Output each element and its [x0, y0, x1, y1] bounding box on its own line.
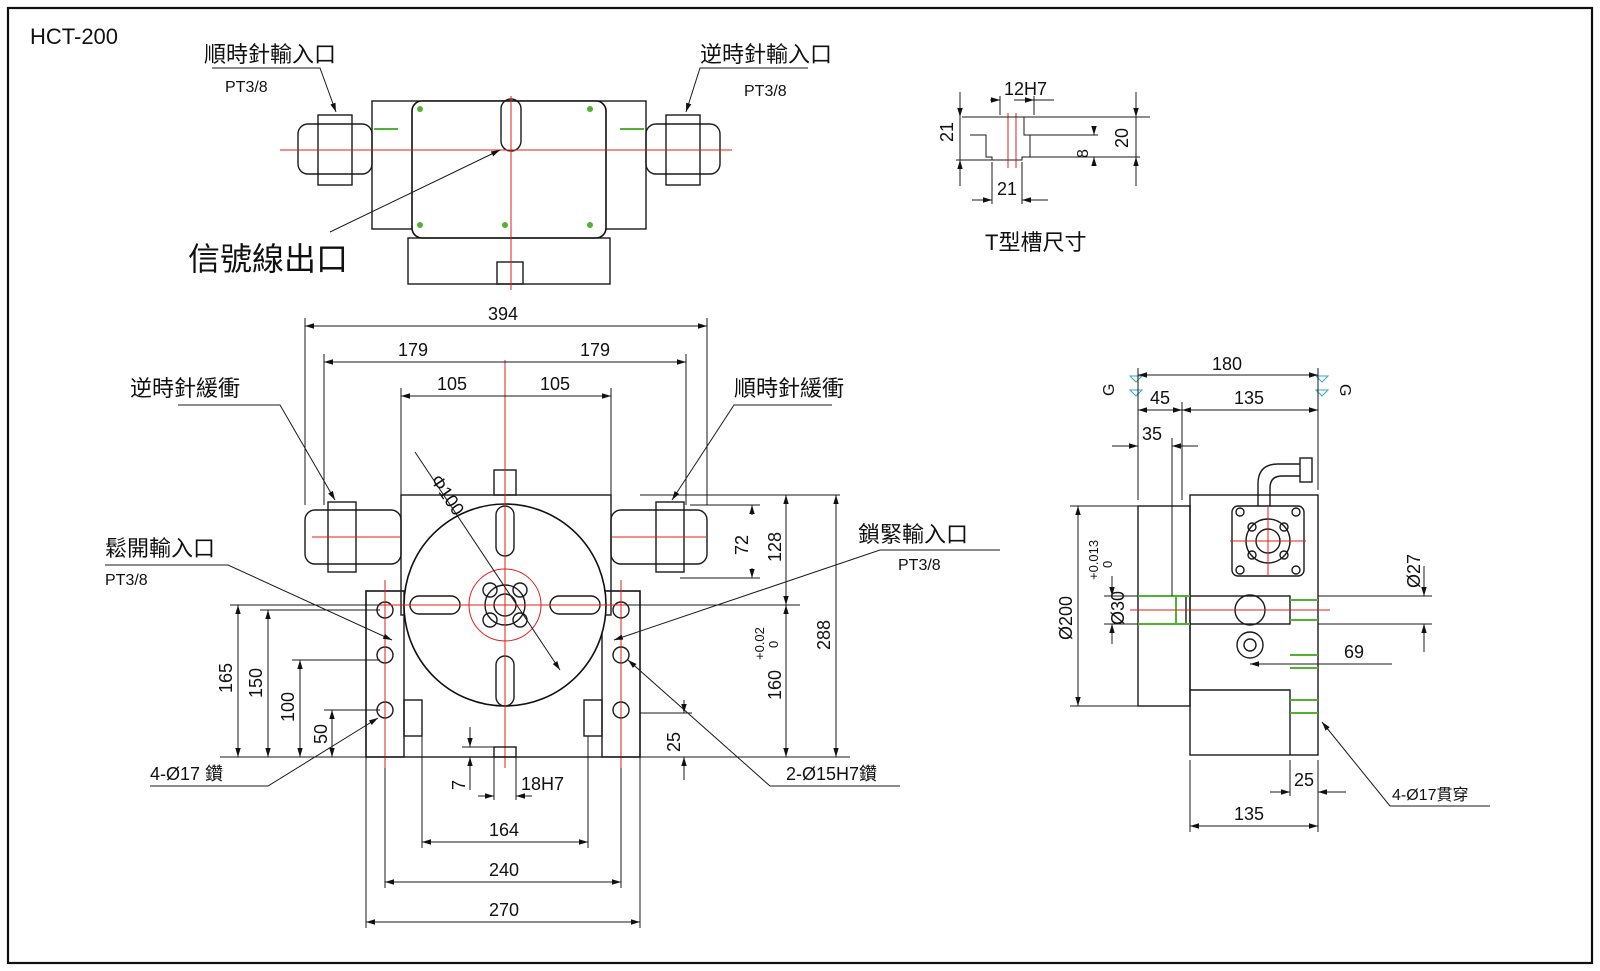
tol-160-lower: 0 [766, 641, 781, 648]
dim-394: 394 [488, 304, 518, 324]
side-dim-phi27: Ø27 [1404, 554, 1424, 588]
dim-25-front: 25 [664, 732, 684, 752]
release-input-label: 鬆開輸入口 [105, 536, 215, 561]
side-dim-45: 45 [1150, 388, 1170, 408]
dim-50: 50 [311, 724, 331, 744]
dim-240: 240 [489, 860, 519, 880]
tslot-title: T型槽尺寸 [985, 230, 1086, 255]
tslot-8: 8 [1075, 149, 1092, 158]
dim-18h7: 18H7 [521, 774, 564, 794]
ccw-input-label: 逆時針輸入口 [700, 42, 832, 67]
drill-15h7-label: 2-Ø15H7鑽 [786, 764, 877, 784]
dim-164: 164 [489, 820, 519, 840]
dim-105-left: 105 [437, 374, 467, 394]
cw-buffer-label: 順時針緩衝 [734, 376, 844, 401]
side-dim-135-bottom: 135 [1234, 804, 1264, 824]
dim-179-right: 179 [580, 340, 610, 360]
tol-30-lower: 0 [1100, 561, 1115, 568]
side-dim-phi200: Ø200 [1056, 596, 1076, 640]
ccw-input-thread: PT3/8 [744, 83, 787, 100]
dim-128: 128 [765, 532, 785, 562]
cw-input-label: 順時針輸入口 [204, 42, 336, 67]
lock-input-thread: PT3/8 [898, 557, 941, 574]
dim-100: 100 [278, 692, 298, 722]
signal-outlet-label: 信號線出口 [188, 241, 348, 277]
dim-270: 270 [489, 900, 519, 920]
side-dim-69: 69 [1344, 642, 1364, 662]
drawing-frame [6, 6, 1594, 965]
dim-150: 150 [246, 668, 266, 698]
dim-7: 7 [449, 780, 469, 790]
lock-input-label: 鎖緊輸入口 [858, 522, 968, 547]
drill-17-label: 4-Ø17 鑽 [150, 764, 223, 784]
front-view: Φ100 394 179 179 105 105 72 128 288 [105, 304, 1000, 928]
side-dim-135-top: 135 [1234, 388, 1264, 408]
side-dim-25: 25 [1294, 770, 1314, 790]
model-label: HCT-200 [30, 24, 118, 49]
through-17-label: 4-Ø17貫穿 [1392, 786, 1468, 804]
release-input-thread: PT3/8 [105, 572, 148, 589]
dim-165: 165 [216, 663, 236, 693]
dim-72: 72 [732, 535, 752, 555]
cw-input-thread: PT3/8 [225, 79, 268, 96]
dim-179-left: 179 [398, 340, 428, 360]
top-view: 順時針輸入口 PT3/8 逆時針輸入口 PT3/8 信號線出口 [188, 42, 832, 290]
tslot-21-bottom: 21 [997, 179, 1017, 199]
tslot-20: 20 [1112, 128, 1132, 148]
tslot-21-vertical: 21 [937, 122, 957, 142]
side-dim-phi30: Ø30 [1108, 591, 1128, 625]
top-body-plate [411, 100, 607, 239]
tslot-detail: 12H7 21 20 8 21 T型槽尺寸 [937, 79, 1150, 255]
side-view: G G 180 45 135 35 Ø200 Ø30 +0.013 0 [1056, 354, 1490, 832]
dim-105-right: 105 [540, 374, 570, 394]
dim-288: 288 [814, 620, 834, 650]
tslot-12h7: 12H7 [1004, 79, 1047, 99]
g-marker-right: G [1336, 384, 1353, 396]
tol-30-upper: +0.013 [1086, 540, 1101, 580]
side-dim-180: 180 [1212, 354, 1242, 374]
top-base [407, 237, 611, 285]
g-marker-left: G [1101, 384, 1118, 396]
ccw-buffer-label: 逆時針緩衝 [130, 376, 240, 401]
dim-160: 160 [765, 670, 785, 700]
side-dim-35: 35 [1142, 424, 1162, 444]
tol-160-upper: +0.02 [752, 627, 767, 660]
